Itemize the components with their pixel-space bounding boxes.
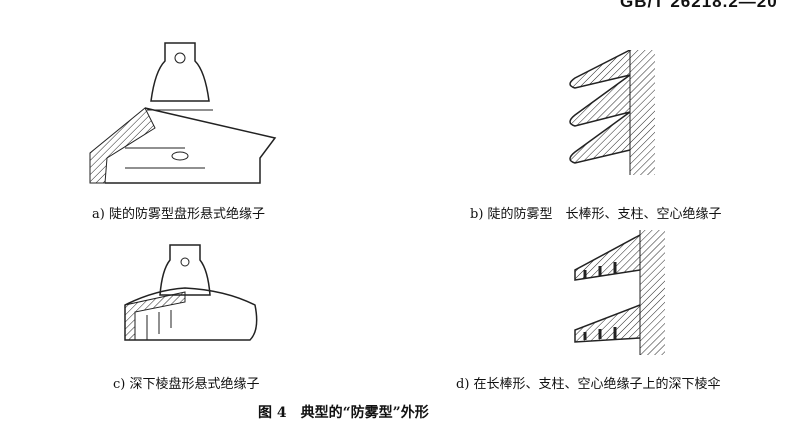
figure-a-disc-insulator: [89, 42, 277, 184]
caption-a: a) 陡的防雾型盘形悬式绝缘子: [92, 207, 265, 222]
figure-c-deep-rib-disc: [124, 244, 258, 341]
caption-c: c) 深下棱盘形悬式绝缘子: [113, 377, 260, 392]
figure-title: 图 4 典型的“防雾型”外形: [258, 405, 429, 421]
figure-d-deep-rib-sheds: [574, 230, 665, 355]
standard-number: GB/T 26218.2—20: [620, 0, 778, 11]
caption-d: d) 在长棒形、支柱、空心绝缘子上的深下棱伞: [456, 377, 721, 392]
caption-b: b) 陡的防雾型 长棒形、支柱、空心绝缘子: [470, 207, 722, 222]
figure-b-longrod-steep: [569, 50, 655, 175]
